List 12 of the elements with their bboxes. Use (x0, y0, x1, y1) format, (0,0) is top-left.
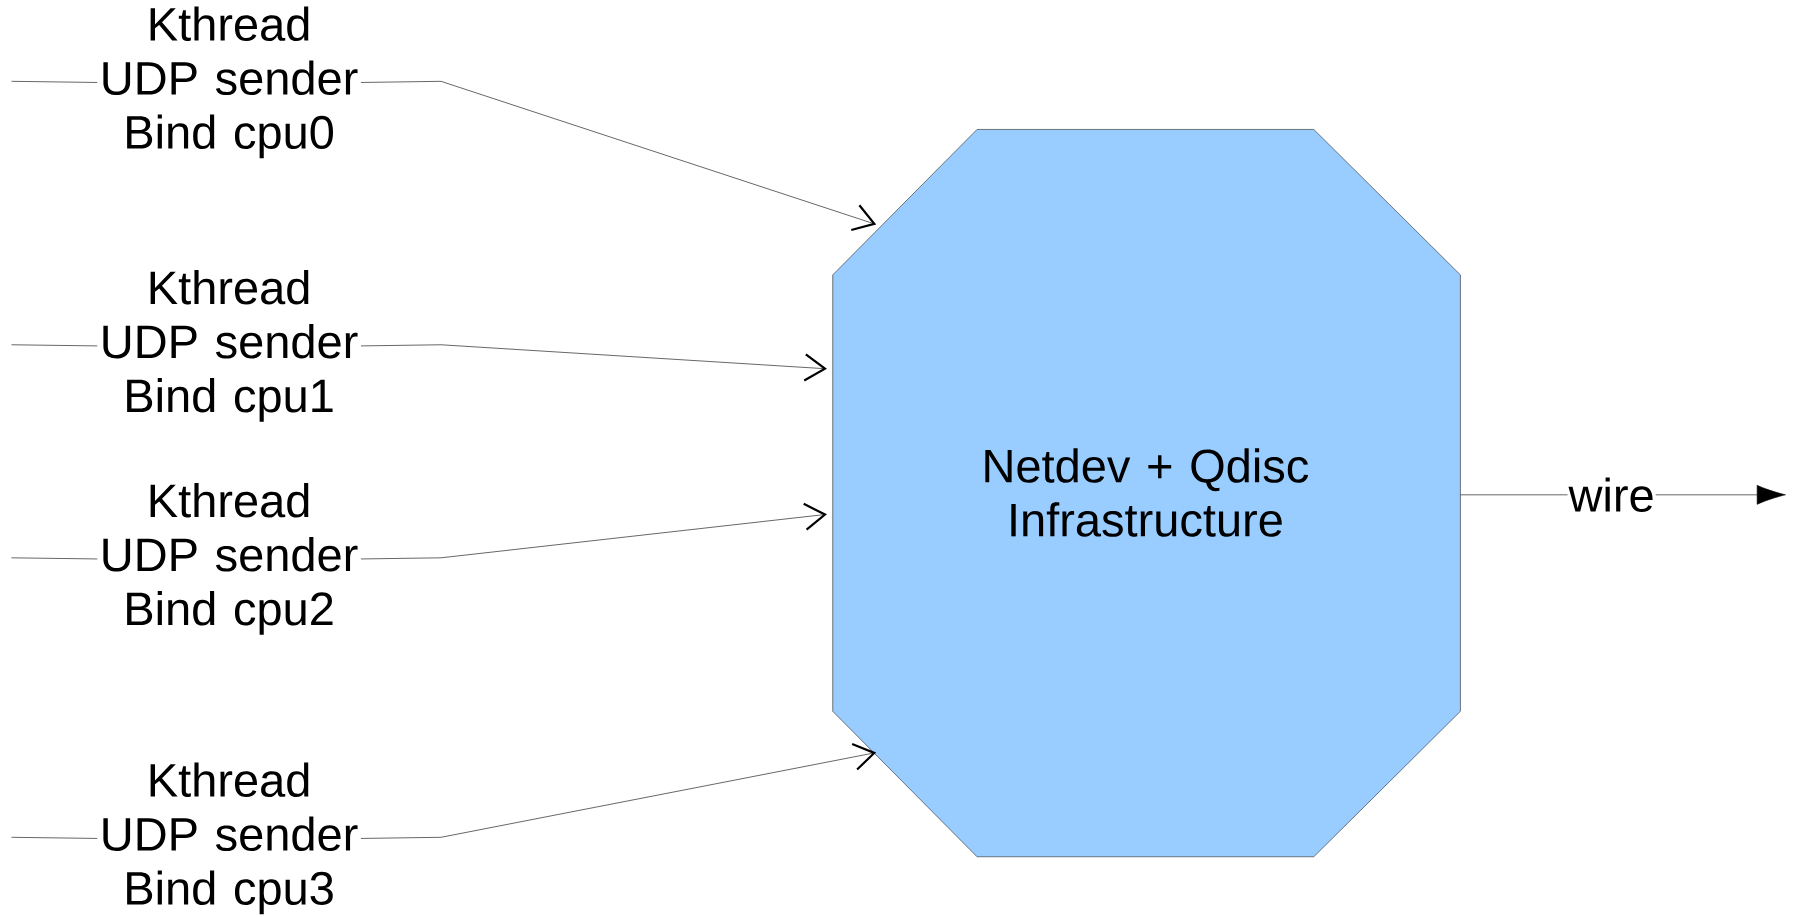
arrow (11, 502, 827, 560)
node-text: Netdev + Qdisc Infrastructure (985, 448, 1309, 537)
node-text: Kthread UDP sender Bind cpu0 (103, 6, 358, 159)
arrow (1460, 484, 1786, 505)
edge-label: wire (1568, 477, 1653, 512)
node-text: Kthread UDP sender Bind cpu2 (103, 482, 358, 635)
arrow (11, 80, 877, 231)
arrow (11, 742, 877, 839)
octagon (832, 128, 1461, 857)
node-text: Kthread UDP sender Bind cpu3 (103, 762, 358, 915)
node-text: Kthread UDP sender Bind cpu1 (103, 269, 358, 422)
arrow (11, 344, 827, 382)
